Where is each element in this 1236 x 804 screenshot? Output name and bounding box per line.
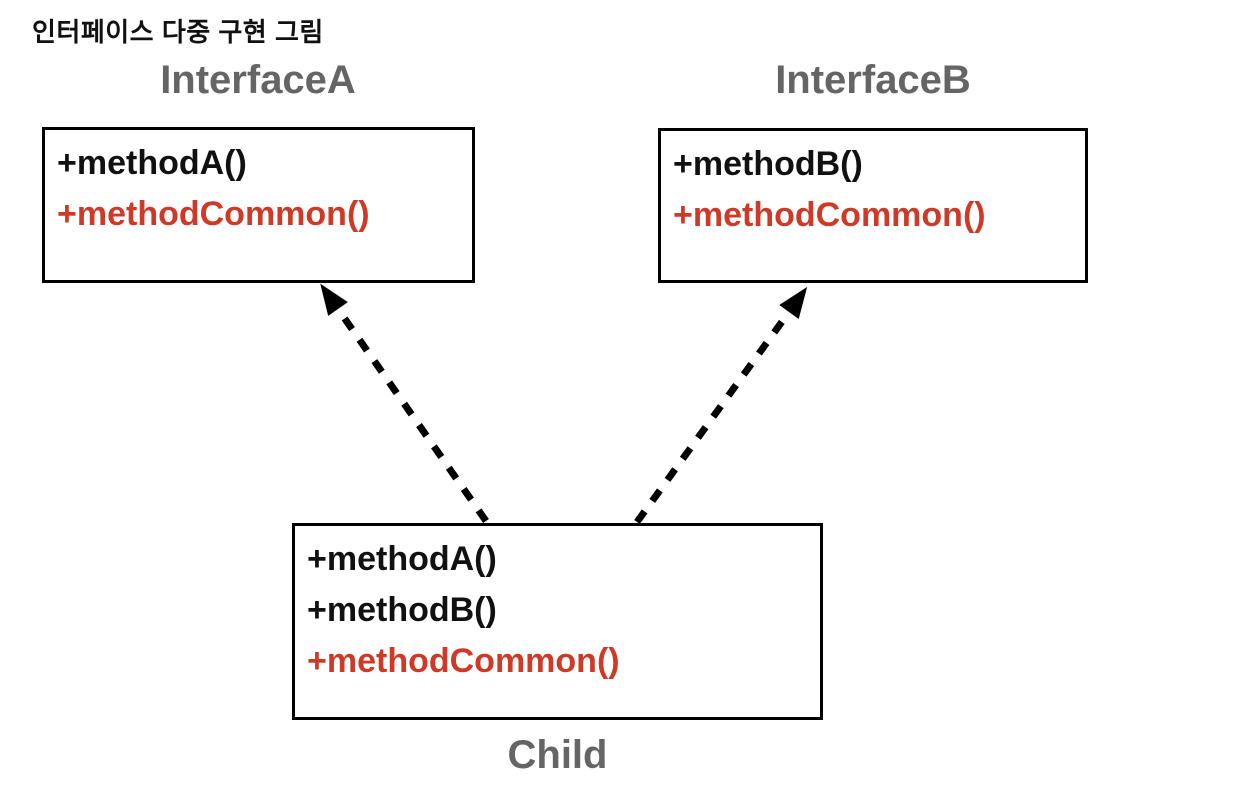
interface-b-box: +methodB() +methodCommon()	[658, 128, 1088, 283]
child-method-b: +methodB()	[307, 591, 497, 629]
interface-a-method-a: +methodA()	[57, 144, 247, 182]
interface-b-method-b: +methodB()	[673, 145, 863, 183]
child-method-common: +methodCommon()	[307, 642, 620, 680]
page-title: 인터페이스 다중 구현 그림	[32, 17, 324, 47]
child-label: Child	[507, 733, 608, 777]
child-box: +methodA() +methodB() +methodCommon()	[292, 523, 823, 720]
interface-a-label: InterfaceA	[160, 58, 356, 102]
realization-arrow-to-interface-a	[320, 283, 489, 524]
interface-a-box: +methodA() +methodCommon()	[42, 127, 475, 283]
interface-b-label: InterfaceB	[775, 58, 971, 102]
realization-arrow-to-interface-b	[634, 286, 808, 525]
child-method-a: +methodA()	[307, 540, 497, 578]
interface-b-method-common: +methodCommon()	[673, 196, 986, 234]
interface-a-method-common: +methodCommon()	[57, 195, 370, 233]
